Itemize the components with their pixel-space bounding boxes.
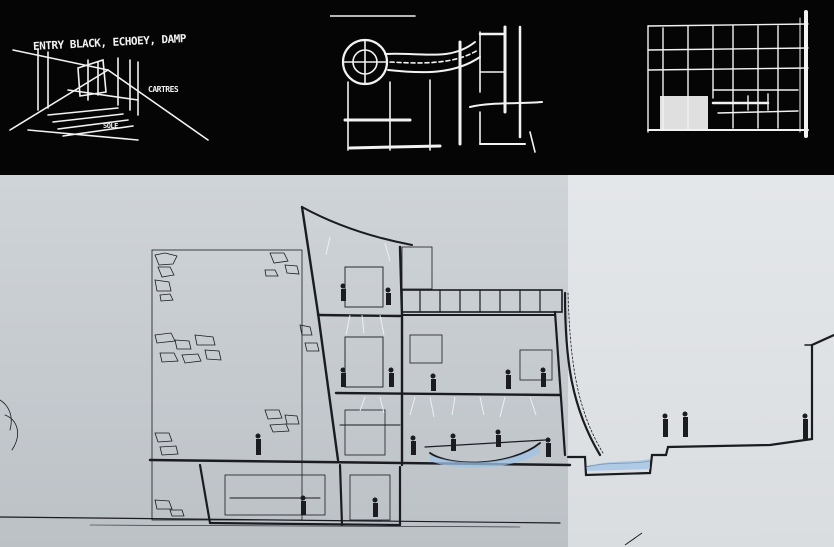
- plan-sketch-icon: [330, 15, 543, 153]
- perspective-sketch: ENTRY BLACK, ECHOEY, DAMP CARTRES SOLE: [8, 30, 213, 150]
- drawing-board-right-sheet: [568, 175, 834, 547]
- plan-sketch: [330, 12, 545, 154]
- perspective-sketch-icon: [9, 49, 209, 141]
- sketch-side-note: CARTRES: [148, 85, 179, 94]
- building-section-icon: [0, 205, 834, 546]
- building-section-drawing: [0, 175, 834, 547]
- elevation-sketch: [628, 8, 820, 143]
- elevation-sketch-icon: [647, 10, 809, 138]
- sketch-bottom-note: SOLE: [103, 122, 118, 130]
